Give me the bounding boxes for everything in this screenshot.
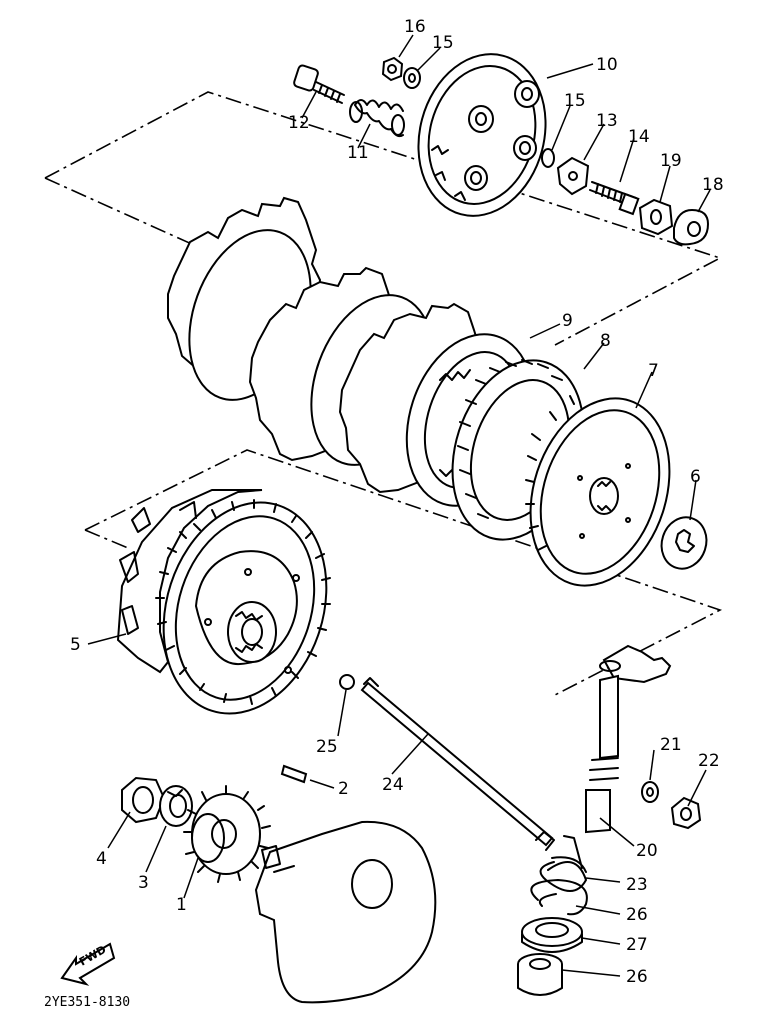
push-rod-nut-drawing — [556, 156, 590, 196]
label-part-13: 13 — [596, 111, 618, 131]
fwd-direction-arrow: FWD — [60, 942, 116, 986]
lock-washer-drawing — [673, 208, 710, 246]
figure-code: 2YE351-8130 — [44, 995, 130, 1010]
torsion-spring-drawing — [539, 835, 587, 892]
label-part-27: 27 — [626, 935, 648, 955]
label-part-23: 23 — [626, 875, 648, 895]
label-part-7: 7 — [648, 361, 659, 381]
nut-drawing — [638, 198, 674, 236]
clutch-spring-drawing — [349, 99, 405, 138]
push-lever-axle-drawing — [585, 644, 672, 834]
label-part-20: 20 — [636, 841, 658, 861]
push-rod-drawing — [360, 677, 555, 851]
label-part-9: 9 — [562, 311, 573, 331]
label-part-14: 14 — [628, 127, 650, 147]
assembly-outline-lower — [84, 449, 723, 696]
label-part-3: 3 — [138, 873, 149, 893]
adjusting-screw-drawing — [589, 181, 640, 216]
lock-washer-drawing — [159, 785, 193, 827]
bolt-drawing — [293, 64, 345, 104]
leader-lines — [87, 34, 711, 977]
label-part-17: 16 — [404, 17, 426, 37]
label-part-12: 12 — [288, 113, 310, 133]
crankshaft-drawing — [254, 820, 437, 1004]
screw-drawing — [670, 796, 702, 830]
label-part-15: 15 — [564, 91, 586, 111]
circlip-drawing — [530, 879, 588, 916]
label-part-6: 6 — [690, 467, 701, 487]
washer-drawing — [641, 781, 659, 803]
label-part-2: 2 — [338, 779, 349, 799]
part-labels: 16 15 10 12 11 15 13 14 19 18 9 8 7 6 5 … — [70, 17, 724, 987]
label-part-5: 5 — [70, 635, 81, 655]
ball-drawing — [339, 674, 355, 690]
washer-drawing — [403, 67, 421, 89]
primary-drive-gear-drawing — [183, 785, 271, 883]
clutch-housing-drawing — [116, 489, 331, 715]
nut-drawing — [121, 776, 166, 824]
circlip-drawing — [541, 148, 555, 168]
label-part-10: 10 — [596, 55, 618, 75]
lock-washer-drawing — [660, 516, 708, 570]
label-part-22: 22 — [698, 751, 720, 771]
oil-seal-drawing — [521, 917, 583, 953]
label-part-26-bush: 26 — [626, 967, 648, 987]
label-part-26-circlip: 26 — [626, 905, 648, 925]
label-part-25: 25 — [316, 737, 338, 757]
straight-key-drawing — [280, 764, 308, 784]
label-part-4: 4 — [96, 849, 107, 869]
label-part-16: 15 — [432, 33, 454, 53]
label-part-18: 18 — [702, 175, 724, 195]
nut-drawing — [381, 56, 404, 82]
clutch-boss-drawing — [525, 395, 671, 587]
pressure-plate-drawing — [417, 53, 547, 217]
bush-drawing — [517, 953, 563, 996]
label-part-24: 24 — [382, 775, 404, 795]
label-part-11: 11 — [347, 143, 369, 163]
label-part-19: 19 — [660, 151, 682, 171]
assembly-outline-upper — [44, 91, 723, 346]
label-part-1: 1 — [176, 895, 187, 915]
label-part-8: 8 — [600, 331, 611, 351]
label-part-21: 21 — [660, 735, 682, 755]
